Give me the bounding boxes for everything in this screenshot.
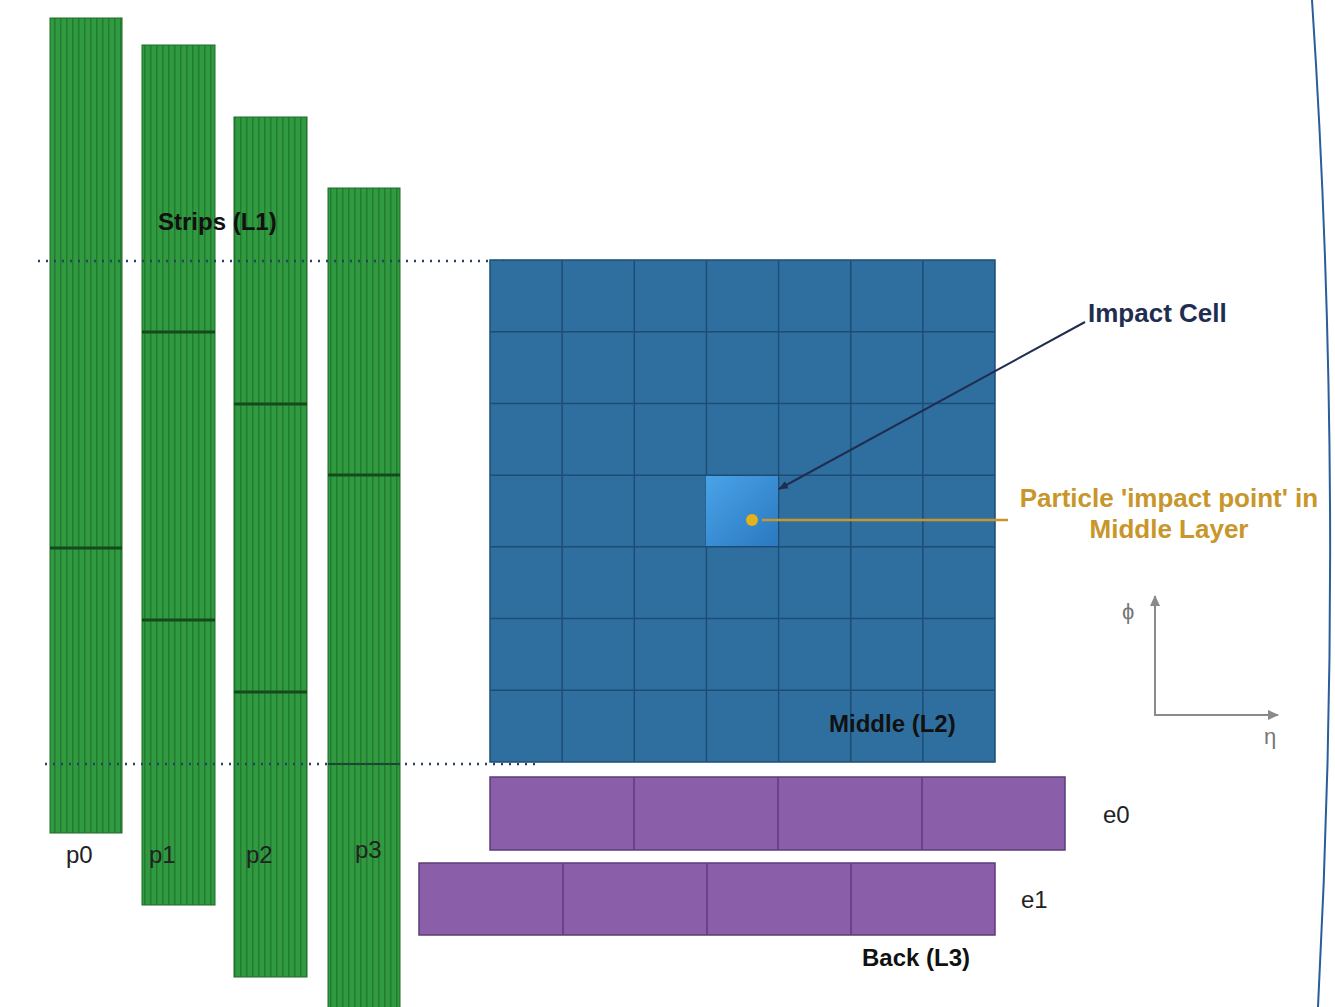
leader-line bbox=[762, 519, 1008, 522]
axis-label: η bbox=[1264, 724, 1276, 750]
impact-point bbox=[746, 514, 758, 526]
guide-line bbox=[38, 260, 505, 263]
eta-axis bbox=[1154, 714, 1278, 716]
column-label: p0 bbox=[66, 841, 93, 870]
callout-label: Impact Cell bbox=[1088, 298, 1227, 329]
guide-line bbox=[45, 763, 535, 766]
column-label: p2 bbox=[246, 841, 273, 870]
leader-line bbox=[779, 322, 1085, 489]
column-label: p1 bbox=[149, 841, 176, 870]
layer-title: Strips (L1) bbox=[158, 208, 277, 237]
layer-title: Back (L3) bbox=[862, 944, 970, 973]
phi-axis bbox=[1154, 596, 1156, 715]
axis-label: ϕ bbox=[1122, 599, 1134, 625]
middle-grid bbox=[490, 260, 995, 762]
strip-columns bbox=[50, 18, 400, 1007]
back-layer bbox=[419, 777, 1065, 935]
row-label: e1 bbox=[1021, 886, 1048, 915]
row-label: e0 bbox=[1103, 801, 1130, 830]
impact-cell bbox=[706, 476, 778, 546]
column-label: p3 bbox=[355, 836, 382, 865]
callout-label: Particle 'impact point' in Middle Layer bbox=[1008, 483, 1330, 545]
layer-title: Middle (L2) bbox=[829, 710, 956, 739]
